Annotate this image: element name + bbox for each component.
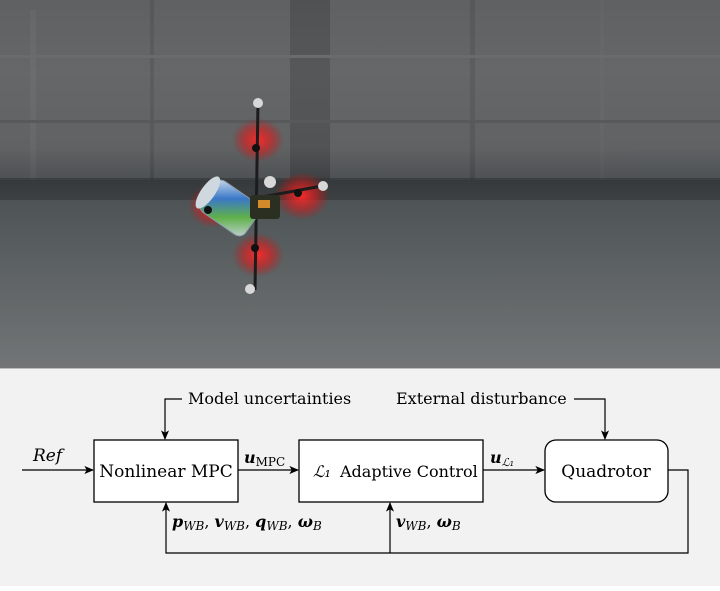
wall-panels [0,0,720,185]
u-mpc-label: uMPC [244,448,285,469]
external-disturbance-label: External disturbance [396,389,567,408]
block-diagram-svg: Nonlinear MPC ℒ₁ Adaptive Control Quadro… [22,389,689,554]
l1-label: Adaptive Control [339,462,478,481]
quadrotor-photo [0,0,720,368]
quadrotor-label: Quadrotor [561,462,651,482]
l1-feedback-states: vWB, ωB [396,512,461,533]
control-block-diagram: Nonlinear MPC ℒ₁ Adaptive Control Quadro… [0,368,720,586]
quadrotor-drone [188,98,330,294]
mpc-feedback-states: pWB, vWB, qWB, ωB [172,512,322,533]
external-disturbance-arrow [574,398,610,440]
mpc-label: Nonlinear MPC [99,462,232,482]
feedback-line [161,469,689,554]
mpc-block [93,439,239,503]
quadrotor-block [544,439,669,503]
model-uncertainties-label: Model uncertainties [188,389,351,408]
floor [0,200,720,368]
model-uncertainties-arrow [160,398,182,440]
l1-adaptive-block [298,439,484,503]
photo-scene [0,0,720,368]
dark-band [0,178,720,200]
u-l1-label: uℒ₁ [490,448,514,469]
ref-label: Ref [32,446,65,466]
l1-symbol: ℒ₁ [313,462,331,481]
